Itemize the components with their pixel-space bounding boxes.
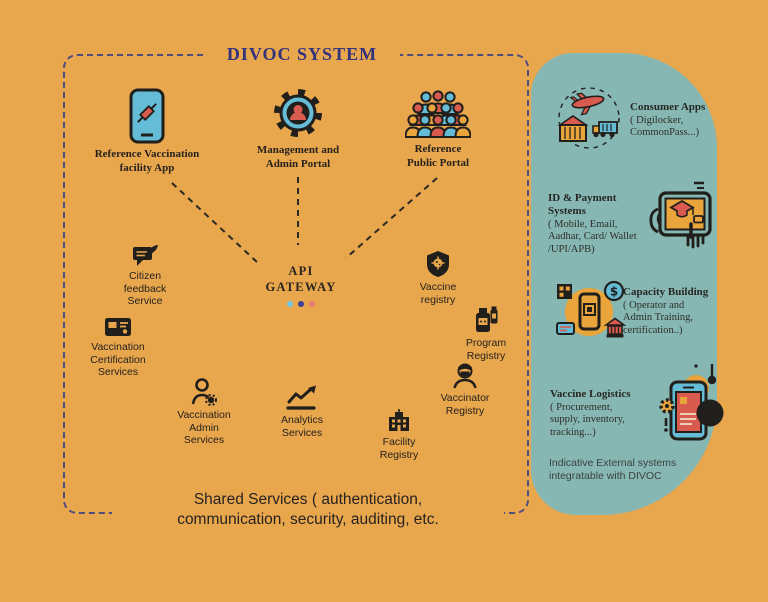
panel-item-vaccine-logistics: Vaccine Logistics ( Procurement, supply,… xyxy=(550,388,650,439)
panel-item-title: Vaccine Logistics xyxy=(550,388,631,400)
node-label: Management and Admin Portal xyxy=(256,144,340,170)
node-label: Vaccinator Registry xyxy=(440,392,490,417)
panel-item-desc: ( Digilocker, CommonPass...) xyxy=(630,114,700,139)
node-analytics-services: Analytics Services xyxy=(261,385,343,439)
node-reference-vaccination-facility-app: Reference Vaccination facility App xyxy=(84,88,210,176)
panel-item-title: Capacity Building xyxy=(623,286,709,298)
tablet-hands-icon xyxy=(649,181,712,249)
panel-item-desc: ( Procurement, supply, inventory, tracki… xyxy=(550,401,625,438)
node-vaccination-certification-services: Vaccination Certification Services xyxy=(76,316,160,379)
panel-item-title: Consumer Apps xyxy=(630,101,706,113)
people-crowd-icon xyxy=(405,90,471,138)
masked-person-icon xyxy=(453,363,477,389)
panel-item-desc: ( Mobile, Email, Aadhar, Card/ Wallet /U… xyxy=(548,218,637,255)
panel-footer-note: Indicative External systems integratable… xyxy=(549,457,677,482)
node-program-registry: Program Registry xyxy=(447,306,525,362)
node-vaccine-registry: Vaccine registry xyxy=(399,250,477,306)
node-citizen-feedback-service: Citizen feedback Service xyxy=(104,243,186,308)
panel-item-consumer-apps: Consumer Apps ( Digilocker, CommonPass..… xyxy=(630,101,712,140)
vaccine-bottles-icon xyxy=(476,306,498,332)
panel-item-id-payment-systems: ID & Payment Systems ( Mobile, Email, Aa… xyxy=(548,192,650,256)
node-vaccinator-registry: Vaccinator Registry xyxy=(425,359,505,417)
building-icon xyxy=(389,409,409,431)
logistics-transport-icon xyxy=(557,87,620,149)
node-label: Program Registry xyxy=(465,337,507,362)
dot-navy xyxy=(298,300,304,307)
svg-text:$: $ xyxy=(610,285,618,299)
phone-tracking-icon xyxy=(659,364,724,441)
node-label: Vaccination Certification Services xyxy=(90,341,146,379)
node-reference-public-portal: Reference Public Portal xyxy=(382,87,494,171)
api-gateway-label: API GATEWAY xyxy=(265,264,337,295)
node-label: Reference Public Portal xyxy=(406,143,470,169)
certificate-icon xyxy=(105,318,131,336)
node-label: Citizen feedback Service xyxy=(123,270,167,308)
phone-syringe-icon xyxy=(129,88,165,144)
node-facility-registry: Facility Registry xyxy=(359,409,439,461)
shared-services-caption: Shared Services ( authentication, commun… xyxy=(112,487,504,533)
node-vaccination-admin-services: Vaccination Admin Services xyxy=(163,378,245,447)
external-systems-panel: Consumer Apps ( Digilocker, CommonPass..… xyxy=(531,53,724,515)
feedback-icon xyxy=(133,244,158,266)
panel-item-title: ID & Payment Systems xyxy=(548,192,617,217)
panel-item-capacity-building: Capacity Building ( Operator and Admin T… xyxy=(623,286,713,337)
shield-virus-icon xyxy=(427,251,449,277)
node-label: Vaccine registry xyxy=(419,281,457,306)
api-gateway-dots xyxy=(251,300,351,307)
dot-blue xyxy=(287,300,293,307)
trend-chart-icon xyxy=(286,385,316,410)
dot-red xyxy=(309,300,315,307)
person-gear-icon xyxy=(191,378,217,406)
node-label: Vaccination Admin Services xyxy=(177,409,231,447)
phone-training-icon: $ xyxy=(556,280,627,338)
node-api-gateway: API GATEWAY xyxy=(251,263,351,307)
node-management-admin-portal: Management and Admin Portal xyxy=(242,86,354,172)
diagram-title: DIVOC SYSTEM xyxy=(204,44,400,65)
node-label: Reference Vaccination facility App xyxy=(94,148,200,174)
node-label: Analytics Services xyxy=(280,414,323,439)
gear-person-icon xyxy=(274,89,322,137)
node-label: Facility Registry xyxy=(379,436,419,461)
panel-item-desc: ( Operator and Admin Training, certifica… xyxy=(623,299,694,336)
